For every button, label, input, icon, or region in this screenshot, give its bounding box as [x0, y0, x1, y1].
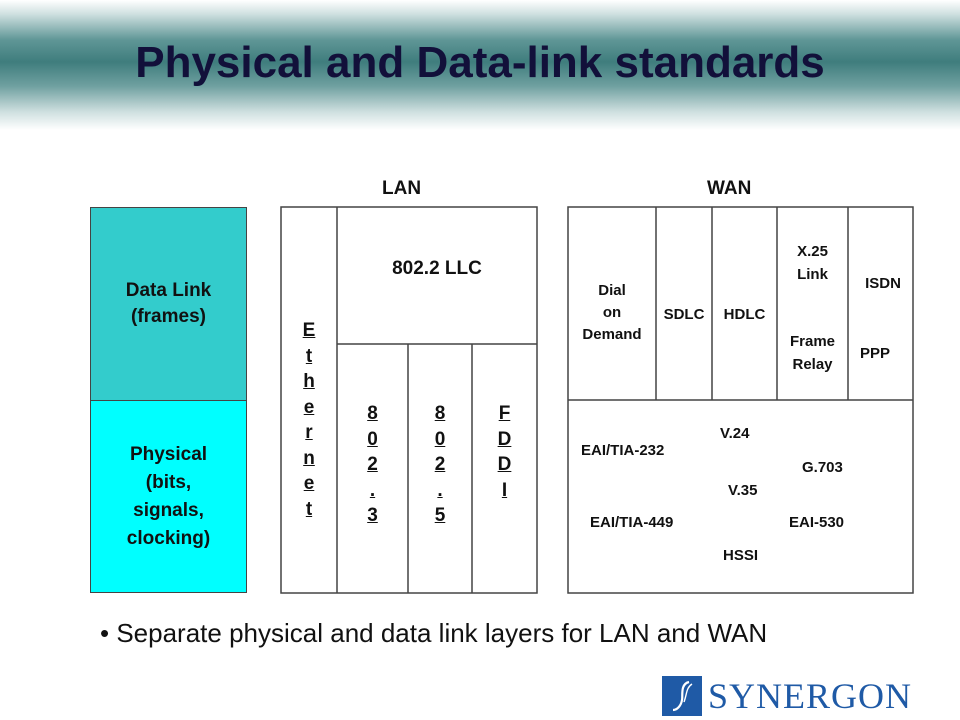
fddi-label: F D D I — [497, 403, 512, 501]
synergon-logo-mark — [662, 676, 702, 716]
page-title: Physical and Data-link standards — [135, 38, 825, 87]
ieee-802-5-label: 8 0 2 . 5 — [434, 403, 446, 526]
llc-label: 802.2 LLC — [392, 258, 482, 279]
dial-on-demand-label: Dial on Demand — [582, 282, 642, 343]
title-banner — [0, 0, 960, 130]
ppp-label: PPP — [859, 345, 890, 362]
g703-label: G.703 — [802, 459, 843, 476]
wan-label: WAN — [707, 178, 752, 199]
summary-bullet: • Separate physical and data link layers… — [100, 618, 768, 648]
v35-label: V.35 — [728, 482, 758, 499]
sdlc-label: SDLC — [663, 306, 705, 323]
frame-relay-label: Frame Relay — [789, 333, 836, 373]
ieee-802-3-label: 8 0 2 . 3 — [367, 403, 378, 526]
isdn-label: ISDN — [865, 275, 901, 292]
synergon-logo: SYNERGON — [662, 674, 952, 718]
eai-tia-449-label: EAI/TIA-449 — [590, 514, 674, 531]
synergon-logo-text: SYNERGON — [708, 676, 913, 716]
eai-530-label: EAI-530 — [789, 514, 845, 531]
hssi-label: HSSI — [723, 547, 759, 564]
hdlc-label: HDLC — [723, 306, 766, 323]
v24-label: V.24 — [720, 425, 750, 442]
lan-label: LAN — [382, 178, 422, 199]
ethernet-label: E t h e r n e t — [302, 320, 316, 520]
data-link-layer: Data Link (frames) — [90, 207, 247, 400]
physical-layer: Physical (bits, signals, clocking) — [90, 400, 247, 593]
eai-tia-232-label: EAI/TIA-232 — [581, 442, 665, 459]
summary-bullet-text: Separate physical and data link layers f… — [116, 618, 768, 648]
x25-link-label: X.25 Link — [797, 243, 828, 283]
